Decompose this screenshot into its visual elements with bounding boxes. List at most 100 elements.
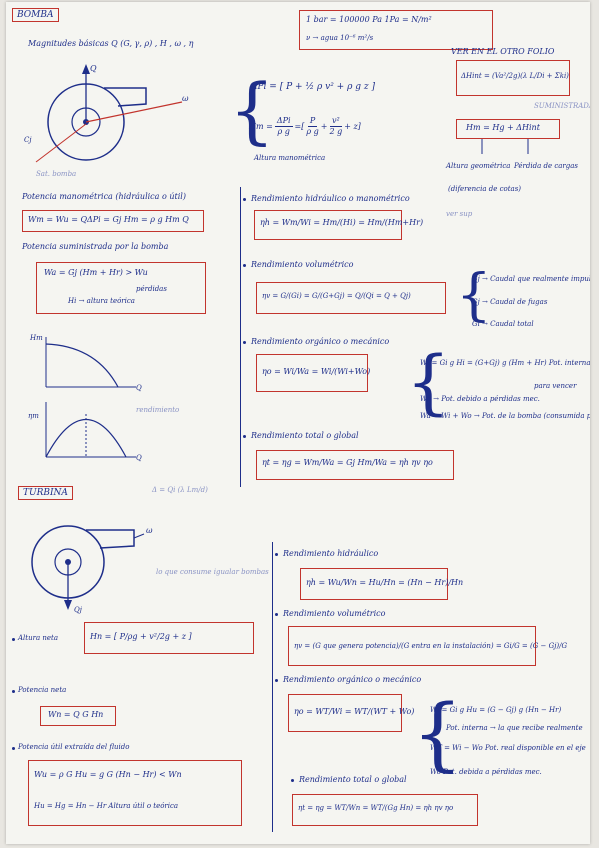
bullet <box>12 638 15 641</box>
potencia-util-eq: Wu = ρ G Hu = g G (Hn − Hr) < Wn <box>34 770 182 779</box>
perdidas-note: pérdidas <box>136 285 167 293</box>
altura-neta-eq: Hn = [ P/ρg + v²/2g + z ] <box>90 632 192 641</box>
graph-h-label: Hm <box>30 334 43 342</box>
bullet <box>243 341 246 344</box>
potencia-bomba-title: Potencia suministrada por la bomba <box>22 242 169 251</box>
turbine-divider <box>272 542 273 832</box>
hm-hg-box <box>456 119 560 139</box>
units-text: 1 bar = 100000 Pa 1Pa = N/m² <box>306 15 432 24</box>
pump-total-eq: ηt = ηg = Wm/Wa = Gj Hm/Wa = ηh ηv ηo <box>262 458 433 467</box>
wm-formula: Wm = Wu = QΔPi = Gj Hm = ρ g Hm Q <box>28 215 189 224</box>
turbine-hidraulico-box <box>300 568 448 600</box>
turbine-org-note-3: WT = Wi − Wo Pot. real disponible en el … <box>430 744 586 752</box>
potencia-neta-box <box>40 706 116 726</box>
wa-box <box>36 262 206 314</box>
suministrada-note: SUMINISTRADA <box>534 102 590 110</box>
turbine-org-brace: { <box>412 687 463 780</box>
pump-organico-title: Rendimiento orgánico o mecánico <box>251 337 390 346</box>
altura-neta-box <box>84 622 254 654</box>
potencia-util-label: Potencia útil extraída del fluido <box>18 743 130 751</box>
altura-geometrica-note: Altura geométrica <box>446 162 511 170</box>
pump-hidraulico-box <box>254 210 402 240</box>
pump-total-title: Rendimiento total o global <box>251 431 359 440</box>
turbine-org-note-2: Pot. interna → la que recibe realmente <box>446 724 583 732</box>
hi-note: Hi → altura teórica <box>68 297 135 305</box>
turbine-hidraulico-eq: ηh = Wu/Wn = Hu/Hn = (Hn − Hr)/Hn <box>306 578 464 587</box>
pump-hidraulico-eq: ηh = Wm/Wi = Hm/(Hi) = Hm/(Hm+Hr) <box>260 218 424 227</box>
turbine-side-formula: Δ = Qi (λ Lm/d) <box>152 486 208 494</box>
org-note-1: Wi = Gi g Hi = (G+Gj) g (Hm + Hr) Pot. i… <box>420 359 590 367</box>
org-note-2: Wo → Pot. debido a pérdidas mec. <box>420 395 540 403</box>
turbine-note: lo que consume igualar bombas <box>156 568 269 576</box>
diferencia-cotas-note: (diferencia de cotas) <box>448 185 522 193</box>
pump-curves <box>45 337 136 458</box>
pump-q-label: Q <box>90 64 97 73</box>
hu-eq: Hu = Hg = Hn − Hr Altura útil o teórica <box>34 802 179 810</box>
graph-q2-label: Q <box>136 454 142 462</box>
potencia-util-box <box>28 760 242 826</box>
turbine-qj-label: Qj <box>74 606 82 614</box>
hm-hg-formula: Hm = Hg + ΔHint <box>466 123 540 132</box>
turbine-total-eq: ηt = ηg = WT/Wn = WT/(Gg Hn) = ηh ηv ηo <box>298 804 454 812</box>
vol-brace: { <box>456 263 492 328</box>
pump-omega-label: ω <box>182 94 189 103</box>
turbine-total-title: Rendimiento total o global <box>299 775 407 784</box>
units-box <box>299 10 493 50</box>
turbine-organico-eq: ηo = WT/Wi = WT/(WT + Wo) <box>294 707 415 716</box>
pump-volumetrico-box <box>256 282 446 314</box>
pump-total-box <box>256 450 454 480</box>
hint-formula: ΔHint = (Va²/2g)(λ L/Di + Σki) <box>461 72 569 80</box>
hint-box <box>456 60 570 96</box>
ver-sup-note: ver sup <box>446 210 473 218</box>
units-sub-text: ν → agua 10⁻⁶ m²/s <box>306 34 374 42</box>
notes-sheet: BOMBA Magnitudes básicas Q (G, γ, ρ) , H… <box>6 2 590 844</box>
graph-eta-label: ηm <box>28 412 39 420</box>
pump-hidraulico-title: Rendimiento hidráulico o manométrico <box>251 194 410 203</box>
turbine-diagram <box>31 525 145 610</box>
bullet <box>12 690 15 693</box>
turbine-volumetrico-box <box>288 626 536 666</box>
wm-box <box>22 210 204 232</box>
turbine-organico-title: Rendimiento orgánico o mecánico <box>283 675 422 684</box>
turbine-org-note-1: Wi = Gi g Hu = (G − Gj) g (Hn − Hr) <box>430 706 562 714</box>
org-note-3: Wa = Wi + Wo → Pot. de la bomba (consumi… <box>420 412 590 420</box>
bullet <box>275 553 278 556</box>
wa-formula: Wa = Gj (Hm + Hr) > Wu <box>44 268 148 277</box>
org-note-4: para vencer <box>534 382 577 390</box>
turbine-title: TURBINA <box>18 486 73 500</box>
altura-manometrica-caption: Altura manométrica <box>254 154 326 162</box>
pump-diagram <box>35 64 183 163</box>
manometric-brace: { <box>229 68 275 152</box>
altura-neta-label: Altura neta <box>18 634 58 642</box>
bullet <box>275 679 278 682</box>
potencia-manometrica-title: Potencia manométrica (hidráulica o útil) <box>22 192 186 201</box>
bullet <box>291 779 294 782</box>
potencia-neta-label: Potencia neta <box>18 686 67 694</box>
bullet <box>243 264 246 267</box>
pump-organico-box <box>256 354 368 392</box>
perdida-cargas-note: Pérdida de cargas <box>514 162 579 170</box>
pump-title: BOMBA <box>12 8 59 22</box>
bullet <box>243 198 246 201</box>
turbine-organico-box <box>288 694 402 732</box>
turbine-total-box <box>292 794 478 826</box>
pump-cj-label: Cj <box>24 136 32 144</box>
bullet <box>275 613 278 616</box>
other-folio-title: VER EN EL OTRO FOLIO <box>451 47 555 56</box>
graph-note: rendimiento <box>136 406 180 414</box>
bullet <box>12 747 15 750</box>
turbine-hidraulico-title: Rendimiento hidráulico <box>283 549 379 558</box>
magnitudes-text: Magnitudes básicas Q (G, γ, ρ) , H , ω ,… <box>28 39 194 48</box>
turbine-volumetrico-title: Rendimiento volumétrico <box>283 609 386 618</box>
bullet <box>243 435 246 438</box>
right-column-divider <box>240 187 241 487</box>
pump-volumetrico-title: Rendimiento volumétrico <box>251 260 354 269</box>
pump-organico-eq: ηo = Wi/Wa = Wi/(Wi+Wo) <box>262 367 371 376</box>
graph-q-label: Q <box>136 384 142 392</box>
vol-note-2: Gj → Caudal de fugas <box>472 298 548 306</box>
dp-formula: ΔPi = [ P + ½ ρ v² + ρ g z ] <box>251 82 375 92</box>
pump-sat-label: Sat. bomba <box>36 170 77 178</box>
potencia-neta-eq: Wn = Q G Hn <box>48 710 104 719</box>
turbine-org-note-4: Wo Pot. debida a pérdidas mec. <box>430 768 542 776</box>
